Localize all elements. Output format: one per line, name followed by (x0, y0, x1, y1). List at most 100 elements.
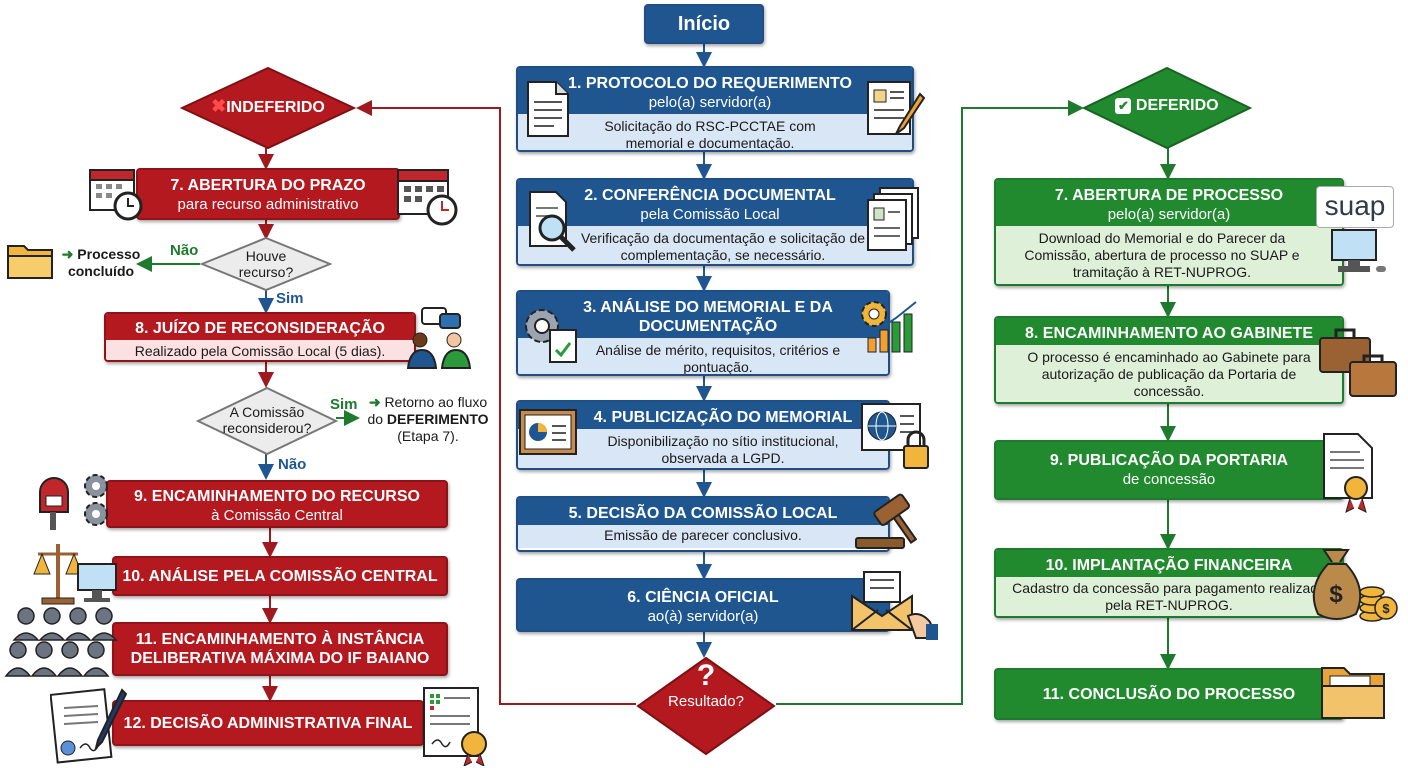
q2-no-label: Não (278, 456, 307, 473)
mailbox-gears-icon (39, 474, 108, 530)
step-subtitle: pelo(a) servidor(a) (648, 94, 772, 111)
right-step-8-gabinete: 8. ENCAMINHAMENTO AO GABINETE O processo… (994, 316, 1344, 404)
deferido-label: DEFERIDO (1135, 97, 1219, 114)
step-title: 11. ENCAMINHAMENTO À INSTÂNCIA DELIBERAT… (130, 631, 430, 667)
return-prefix: Retorno ao fluxo do (367, 394, 488, 427)
arrow-right-icon: ➜ (61, 246, 74, 262)
left-step-12-decisao-final: 12. DECISÃO ADMINISTRATIVA FINAL (112, 700, 424, 746)
start-label: Início (677, 12, 731, 35)
gavel-icon (855, 493, 918, 549)
step-title: 9. PUBLICAÇÃO DA PORTARIA (1049, 452, 1289, 469)
step-subtitle: de concessão (1122, 471, 1216, 488)
arrow-right-icon: ➜ (368, 394, 381, 410)
folder-icon (1321, 667, 1385, 719)
gear-chart-icon (861, 301, 917, 353)
computer-icon (1331, 229, 1386, 272)
return-text: ➜ Retorno ao fluxo do DEFERIMENTO (Etapa… (362, 394, 494, 445)
concluded-label: Processo concluído (67, 246, 141, 279)
indeferido-label: INDEFERIDO (226, 99, 325, 116)
step-title: 7. ABERTURA DE PROCESSO (1054, 187, 1284, 204)
step-subtitle: para recurso administrativo (177, 196, 359, 213)
money-bag-icon: $$ (1312, 549, 1398, 622)
step-2-conferencia: 2. CONFERÊNCIA DOCUMENTAL pela Comissão L… (516, 178, 914, 266)
step-description: Emissão de parecer conclusivo. (518, 525, 888, 548)
cross-mark-icon: ✖ (211, 96, 227, 116)
step-description: Cadastro da concessão para pagamento rea… (996, 577, 1342, 616)
left-step-8-reconsideracao: 8. JUÍZO DE RECONSIDERAÇÃO Realizado pel… (104, 312, 416, 362)
result-label: Resultado? (668, 693, 744, 710)
q1-diamond (200, 236, 332, 292)
indeferido-header: ✖INDEFERIDO (196, 96, 340, 116)
document-icon (527, 81, 569, 137)
svg-text:$: $ (1382, 601, 1390, 616)
q1-no-label: Não (170, 242, 199, 259)
step-subtitle: pelo(a) servidor(a) (1107, 206, 1231, 223)
step-subtitle: à Comissão Central (211, 507, 343, 524)
right-step-11-conclusao: 11. CONCLUSÃO DO PROCESSO (994, 668, 1344, 720)
return-bold: DEFERIMENTO (386, 411, 489, 427)
step-description: O processo é encaminhado ao Gabinete par… (996, 345, 1342, 402)
signed-document-icon (50, 688, 128, 764)
indeferido-diamond (180, 66, 356, 150)
svg-text:$: $ (1329, 581, 1343, 608)
step-title: 5. DECISÃO DA COMISSÃO LOCAL (568, 505, 838, 522)
step-1-protocolo: 1. PROTOCOLO DO REQUERIMENTO pelo(a) serv… (516, 66, 914, 152)
suap-logo: suap (1316, 186, 1394, 278)
step-description: Disponibilização no sítio institucional,… (518, 429, 888, 468)
step-title: 6. CIÊNCIA OFICIAL (627, 589, 779, 606)
q1-yes-label: Sim (276, 290, 304, 307)
step-title: 10. ANÁLISE PELA COMISSÃO CENTRAL (122, 567, 438, 585)
left-step-11-instancia: 11. ENCAMINHAMENTO À INSTÂNCIA DELIBERAT… (112, 622, 448, 676)
step-title: 2. CONFERÊNCIA DOCUMENTAL (584, 187, 836, 204)
concluded-text: ➜ Processo concluído (58, 246, 144, 280)
envelope-hand-icon (851, 571, 938, 640)
step-description: Solicitação do RSC-PCCTAE com memorial e… (518, 114, 912, 150)
documents-stack-icon (867, 187, 919, 251)
deferido-diamond (1082, 66, 1252, 150)
right-step-7-abertura: 7. ABERTURA DE PROCESSO pelo(a) servidor(… (994, 178, 1344, 286)
certificate-icon (1323, 433, 1373, 513)
step-description: Verificação da documentação e solicitaçã… (518, 226, 912, 264)
step-title: 11. CONCLUSÃO DO PROCESSO (1042, 685, 1296, 703)
step-title: 9. ENCAMINHAMENTO DO RECURSO (134, 488, 420, 505)
presentation-board-icon (519, 409, 577, 455)
q2-yes-label: Sim (330, 396, 358, 413)
result-diamond (636, 656, 776, 756)
calendar-clock-icon (89, 169, 143, 221)
step-subtitle: ao(à) servidor(a) (647, 608, 759, 625)
calendar-clock-icon (397, 169, 458, 226)
step-4-publicizacao: 4. PUBLICIZAÇÃO DO MEMORIAL Disponibiliz… (516, 400, 890, 470)
step-title: 3. ANÁLISE DO MEMORIAL E DA DOCUMENTAÇÃO (583, 299, 833, 335)
start-node: Início (644, 4, 764, 44)
step-5-decisao: 5. DECISÃO DA COMISSÃO LOCAL Emissão de … (516, 496, 890, 552)
right-step-10-financeira: 10. IMPLANTAÇÃO FINANCEIRA Cadastro da c… (994, 548, 1344, 618)
meeting-chat-icon (406, 307, 472, 369)
folder-icon (7, 245, 53, 279)
step-title: 7. ABERTURA DO PRAZO (170, 177, 366, 194)
right-step-9-portaria: 9. PUBLICAÇÃO DA PORTARIA de concessão (994, 440, 1344, 500)
deferido-header: ✔ DEFERIDO (1102, 98, 1232, 114)
step-description: Download do Memorial e do Parecer da Com… (996, 226, 1342, 284)
step-title: 12. DECISÃO ADMINISTRATIVA FINAL (123, 714, 413, 732)
check-mark-icon: ✔ (1115, 98, 1132, 114)
q2-diamond (196, 386, 338, 456)
left-step-10-analise: 10. ANÁLISE PELA COMISSÃO CENTRAL (112, 556, 448, 596)
briefcase-icon (1319, 328, 1397, 397)
form-pen-icon (867, 81, 926, 135)
step-subtitle: pela Comissão Local (640, 206, 780, 223)
people-group-icon (4, 607, 118, 677)
gear-document-icon (525, 309, 577, 363)
step-title: 8. ENCAMINHAMENTO AO GABINETE (1024, 325, 1313, 342)
suap-text: suap (1316, 186, 1394, 228)
left-step-9-encaminhamento: 9. ENCAMINHAMENTO DO RECURSO à Comissão C… (106, 480, 448, 528)
scales-computer-icon (33, 544, 117, 605)
step-6-ciencia: 6. CIÊNCIA OFICIAL ao(à) servidor(a) (516, 578, 890, 632)
globe-lock-icon (861, 403, 929, 469)
result-symbol: ? (696, 659, 716, 692)
step-description: Realizado pela Comissão Local (5 dias). (106, 340, 414, 360)
certificate-seal-icon (423, 687, 487, 766)
step-title: 4. PUBLICIZAÇÃO DO MEMORIAL (593, 409, 853, 426)
step-title: 1. PROTOCOLO DO REQUERIMENTO (568, 75, 852, 92)
step-title: 8. JUÍZO DE RECONSIDERAÇÃO (135, 320, 385, 337)
